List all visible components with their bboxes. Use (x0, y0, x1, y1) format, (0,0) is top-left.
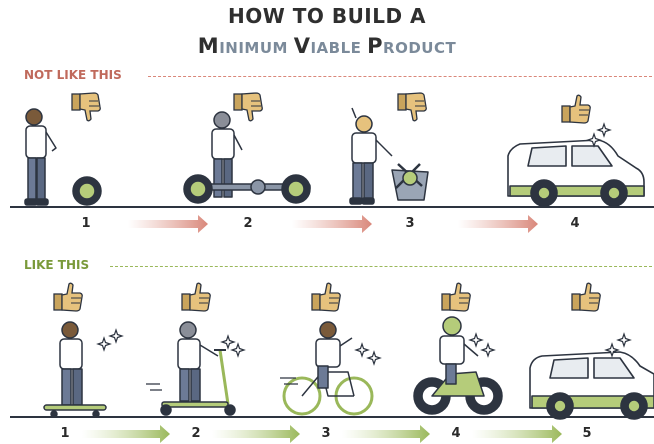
like-arrow-3 (342, 425, 430, 443)
not-like-this-divider (148, 76, 652, 77)
sparkle-icon (597, 123, 611, 137)
like-step-3-figure (280, 321, 374, 416)
sparkle-icon (481, 343, 495, 357)
sparkle-icon (231, 343, 245, 357)
thumbs-down-icon (398, 93, 426, 121)
not-arrow-3 (458, 215, 538, 233)
sparkle-icon (355, 343, 369, 357)
thumbs-up-icon (571, 282, 601, 312)
title-word-minimum: INIMUM (219, 39, 294, 57)
sparkle-icon (109, 329, 123, 343)
like-arrow-2 (212, 425, 300, 443)
sparkle-icon (367, 351, 381, 365)
thumbs-up-icon (441, 282, 471, 312)
not-step-1: 1 (81, 216, 91, 231)
like-step-4-figure (413, 316, 503, 415)
like-step-5-car (529, 351, 654, 420)
title-cap-v: V (293, 34, 311, 58)
not-step-1-figure (24, 108, 102, 206)
like-this-divider (110, 266, 652, 267)
thumbs-up-icon (311, 282, 341, 312)
thumbs-down-icon (234, 93, 262, 121)
sparkle-icon (221, 335, 235, 349)
like-step-2-figure (146, 321, 236, 416)
like-step-4: 4 (451, 426, 461, 441)
not-step-2: 2 (243, 216, 253, 231)
thumbs-up-icon (181, 282, 211, 312)
like-arrow-1 (82, 425, 170, 443)
not-step-2-figure (183, 111, 311, 204)
like-step-5: 5 (582, 426, 592, 441)
like-this-label: LIKE THIS (24, 258, 90, 272)
like-step-1: 1 (60, 426, 70, 441)
like-arrow-4 (472, 425, 562, 443)
not-step-3: 3 (405, 216, 415, 231)
sparkle-icon (97, 337, 111, 351)
thumbs-up-icon (53, 282, 83, 312)
title-cap-m: M (197, 34, 220, 58)
like-step-1-figure (43, 321, 107, 418)
not-step-4-car (507, 139, 645, 207)
title-word-viable: IABLE (310, 39, 368, 57)
not-step-4: 4 (570, 216, 580, 231)
thumbs-up-icon (561, 94, 591, 124)
not-step-3-figure (349, 107, 429, 205)
not-like-this-label: NOT LIKE THIS (24, 68, 122, 82)
not-arrow-2 (292, 215, 372, 233)
sparkle-icon (617, 333, 631, 347)
title-line-2: MINIMUM VIABLE PRODUCT (0, 34, 654, 58)
like-step-3: 3 (321, 426, 331, 441)
like-step-2: 2 (191, 426, 201, 441)
not-arrow-1 (128, 215, 208, 233)
title-cap-p: P (367, 34, 384, 58)
title-line-1: HOW TO BUILD A (227, 4, 427, 28)
title-word-product: RODUCT (383, 39, 457, 57)
sparkle-icon (469, 333, 483, 347)
thumbs-down-icon (72, 93, 100, 121)
